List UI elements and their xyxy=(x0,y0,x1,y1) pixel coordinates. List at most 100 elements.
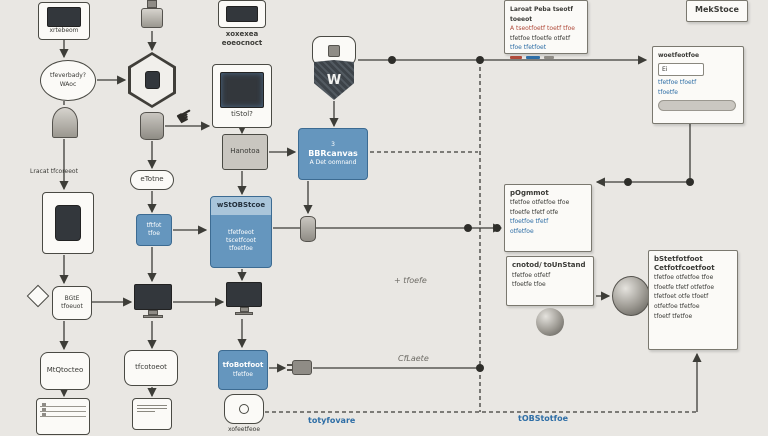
blob-inner-circle xyxy=(239,404,249,414)
document-note-top: Laroat Peba tseotf toeeot A tseotfoetf t… xyxy=(504,0,588,59)
col3-caption-line2: eoeocnoct xyxy=(221,39,263,48)
form-card: woetfeotfoe Ei tfetfoe tfoetf tfoetfe xyxy=(652,46,744,124)
form-link1[interactable]: tfetfoe tfoetf xyxy=(658,79,697,87)
pill-icon xyxy=(328,45,340,57)
doc1-line1: Laroat Peba tseotf toeeot xyxy=(510,6,573,23)
spec-card: bStetfotfoot Cetfotfcoetfoot tfetfoe otf… xyxy=(648,250,738,350)
monitor-node-col2 xyxy=(134,284,172,320)
mini-blue-line1: tftfot xyxy=(146,221,162,229)
mq-label: MtQtocteo xyxy=(46,366,84,375)
doc2-blue2: otfetfoe xyxy=(510,227,534,235)
large-sphere-icon xyxy=(612,276,650,316)
list-bullet xyxy=(42,407,46,411)
list-row xyxy=(40,402,86,407)
doc3-title1: cnotod/ xyxy=(512,261,542,269)
shield-letter: W xyxy=(326,72,342,88)
list-node xyxy=(36,398,90,435)
bottom-blob-node xyxy=(224,394,264,424)
text-line xyxy=(137,411,155,412)
list-bullet xyxy=(42,412,46,416)
doc2-line1: tfetfoe otfetfoe tfoe xyxy=(510,199,570,207)
plug-icon xyxy=(287,360,312,375)
form-link2[interactable]: tfoetfe xyxy=(658,88,678,96)
junction-dots xyxy=(388,56,694,372)
bottom-blob-caption: xofeetfeoe xyxy=(227,426,261,433)
bottom-blue-note: tOBStotfoe xyxy=(516,414,571,424)
plus-note: + tfoefe xyxy=(394,276,427,285)
document-note-lower: cnotod/ toUnStand tfetfoe otfetf tfoetfe… xyxy=(506,256,594,306)
card2-title2: Cetfotfcoetfoot xyxy=(654,264,715,273)
cloud-label: tfeverbady? WAoc xyxy=(50,72,86,88)
doc2-title: pOgmmot xyxy=(510,189,549,197)
monitor-base xyxy=(235,312,253,315)
doc3-line1: tfetfoe otfetf xyxy=(512,271,551,279)
monitor-stand xyxy=(239,307,249,312)
doc3-title2: toUnStand xyxy=(543,261,586,269)
big-blue-title: wStOBStcoe xyxy=(216,201,266,210)
monitor-node-top-left: xrtebeom xyxy=(38,2,90,40)
side-label: Lracat tfcoreeot xyxy=(30,168,78,175)
col3-caption-line1: xoxexea xyxy=(225,30,259,38)
monitor-screen xyxy=(226,282,262,307)
card2-line4: otfetfoe tfetfoe xyxy=(654,302,700,310)
document-note-mid: pOgmmot tfetfoe otfetfoe tfoe tfoetfe tf… xyxy=(504,184,592,252)
doc2-line2: tfoetfe tfetf otfe xyxy=(510,208,559,216)
monitor-caption: xrtebeom xyxy=(49,26,79,34)
monitor-stand xyxy=(148,310,158,315)
chip-red xyxy=(510,55,522,59)
monitor-screen xyxy=(226,6,258,22)
create-note: CfLaete xyxy=(398,354,429,363)
blue-node-col3-bottom: tfoBotfoot tfetfoe xyxy=(218,350,268,390)
mek-label: MekStoce xyxy=(695,5,739,14)
mq-node: MtQtocteo xyxy=(40,352,90,390)
round-node-label: tfcotoeot xyxy=(135,363,167,372)
lamp-icon xyxy=(52,107,78,138)
monitor-node-col3 xyxy=(226,282,262,318)
capacitor-icon xyxy=(300,216,316,242)
doc2-blue1: tfoetfoe tfetf xyxy=(510,218,549,226)
monitor-screen xyxy=(47,6,81,27)
big-blue-line2: tscetfcoot xyxy=(226,236,256,244)
text-line xyxy=(137,408,167,409)
big-blue-line1: tfetfoeot xyxy=(227,228,254,236)
chip-blue xyxy=(525,55,540,59)
monitor-base xyxy=(143,315,163,318)
doc1-line4: tfoe tfetfoet xyxy=(510,44,547,52)
blue-node-line1: tfoBotfoot xyxy=(222,361,264,370)
form-card-title: woetfeotfoe xyxy=(658,52,700,59)
mek-label-box: MekStoce xyxy=(686,0,748,22)
card2-line2: tfoetfe tfetf otfetfoe xyxy=(654,283,715,291)
connector-lines xyxy=(59,31,702,413)
list-row xyxy=(40,407,86,412)
card2-line5: tfoetf tfetfoe xyxy=(654,312,693,320)
small-sphere-icon xyxy=(536,308,564,336)
bqe-node: BGtE tfoeuot xyxy=(52,286,92,320)
blue-node-line2: tfetfoe xyxy=(233,370,253,378)
doc1-color-chips xyxy=(510,53,582,63)
monitor-node-col3-top xyxy=(218,0,266,28)
cloud-callout: tfeverbady? WAoc xyxy=(40,60,96,101)
bottom-blue-label: totyfovare xyxy=(308,416,356,425)
form-button-bar[interactable] xyxy=(658,100,736,112)
form-input-value: Ei xyxy=(662,65,668,73)
bbr-blue-node: 3 BBRcanvas A Det oomnand xyxy=(298,128,368,180)
small-box-col2 xyxy=(132,398,172,430)
big-blue-line3: tfoetfoe xyxy=(229,245,253,253)
hexagon-icon xyxy=(144,71,160,89)
chip-gray xyxy=(543,55,554,59)
doc1-line2: A tseotfoetf toetf tfoe xyxy=(510,25,575,33)
tablet-screen xyxy=(55,205,81,241)
bbr-subtitle: A Det oomnand xyxy=(309,159,357,166)
list-bullet xyxy=(42,402,46,406)
text-line xyxy=(137,405,167,406)
bqe-label: BGtE tfoeuot xyxy=(61,294,83,310)
card2-line3: tfetfoet otfe tfoetf xyxy=(654,293,709,301)
etotne-label: eTotne xyxy=(140,175,164,184)
big-blue-node: wStOBStcoe tfetfoeot tscetfcoot tfoetfoe xyxy=(210,196,272,268)
round-node-col2: tfcotoeot xyxy=(124,350,178,386)
tablet-node xyxy=(42,192,94,254)
form-input[interactable]: Ei xyxy=(658,62,704,77)
list-row xyxy=(40,412,86,417)
dispenser-body xyxy=(141,8,163,28)
